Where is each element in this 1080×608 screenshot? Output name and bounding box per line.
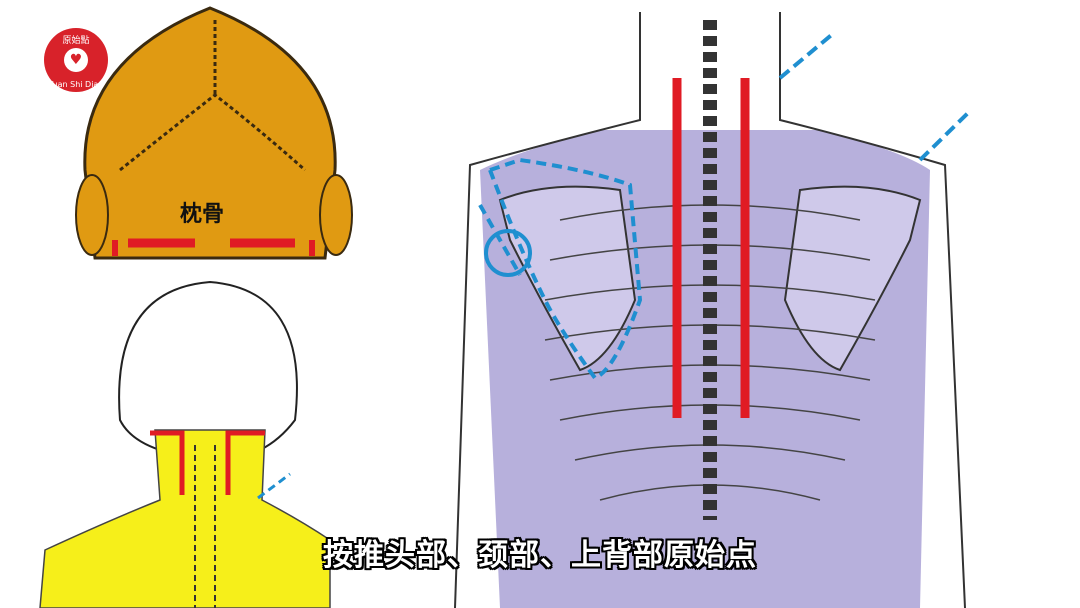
occipital-skull-diagram: [75, 6, 353, 260]
upper-back-diagram: [454, 12, 970, 608]
occipital-bone-label: 枕骨: [180, 202, 225, 227]
heart-icon: ♥: [64, 48, 88, 72]
red-marker: [150, 430, 265, 495]
logo-english-text: Yuan Shi Dian: [48, 80, 104, 89]
blue-circle-marker: [484, 229, 532, 277]
neck-diagram: [39, 280, 331, 608]
video-subtitle: 按推头部、颈部、上背部原始点: [323, 538, 757, 573]
logo-chinese-text: 原始點: [62, 36, 90, 46]
yuan-shi-dian-logo: 原始點 ♥ Yuan Shi Dian: [44, 28, 108, 92]
